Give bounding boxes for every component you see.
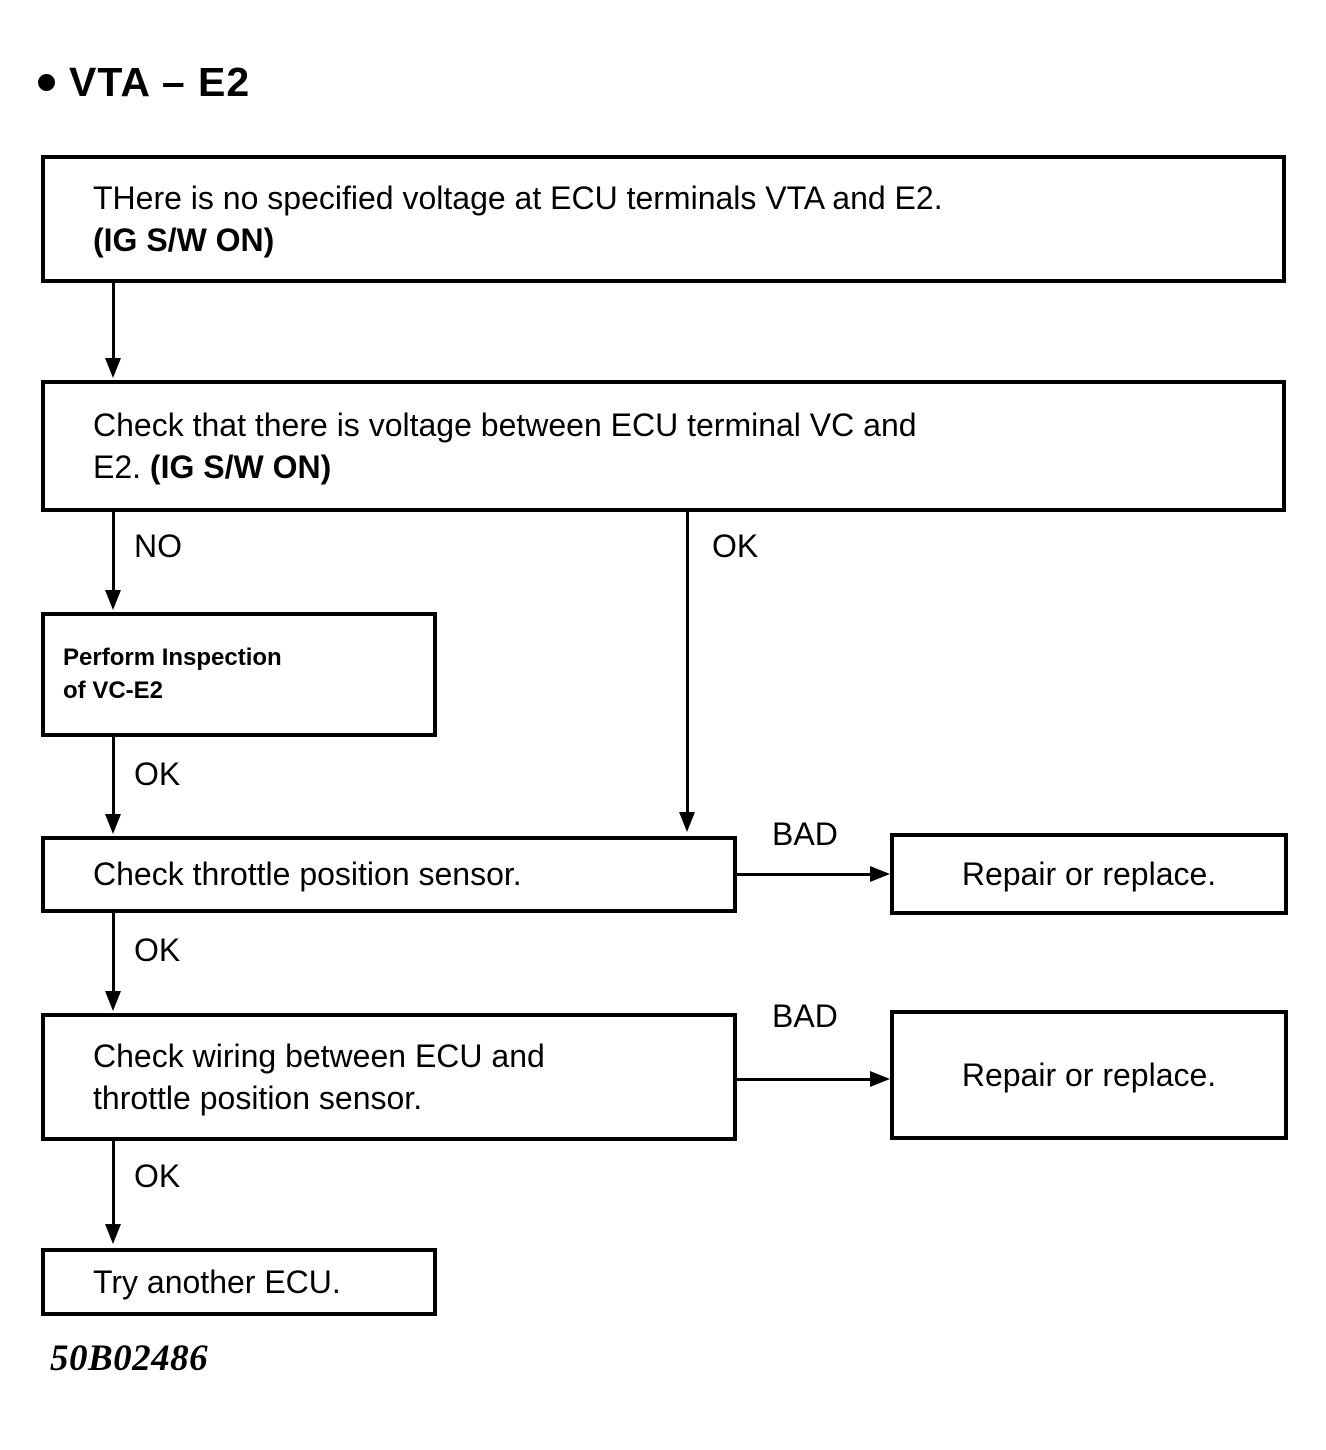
edge-label-ok-right: OK: [712, 528, 759, 564]
figure-caption: 50B02486: [50, 1338, 209, 1379]
node-repair-2-line-1: Repair or replace.: [961, 1056, 1217, 1093]
edge-bad-tps-arrow: [870, 866, 890, 882]
edge-no-line: [112, 512, 115, 595]
edge-ok-wiring-arrow: [105, 1224, 121, 1244]
node-repair-or-replace-2: Repair or replace.: [890, 1010, 1288, 1140]
node-check-tps-line-1: Check throttle position sensor.: [93, 856, 522, 893]
edge-label-no: NO: [134, 528, 182, 564]
edge-symptom-to-check-vc-line: [112, 283, 115, 361]
node-check-vc-line-1: Check that there is voltage between ECU …: [93, 406, 917, 443]
node-symptom-line-1: THere is no specified voltage at ECU ter…: [93, 179, 943, 216]
edge-bad-tps-line: [737, 873, 873, 876]
node-perform-inspection-line-1: Perform Inspection: [63, 644, 282, 672]
node-symptom-line-2: (IG S/W ON): [93, 222, 275, 258]
node-check-vc-line-2-bold: (IG S/W ON): [149, 449, 332, 485]
node-perform-inspection: Perform Inspection of VC-E2: [41, 612, 437, 737]
node-check-throttle-position-sensor: Check throttle position sensor.: [41, 836, 737, 913]
node-check-vc-line-2: E2. (IG S/W ON): [45, 446, 1282, 488]
node-symptom: THere is no specified voltage at ECU ter…: [41, 155, 1286, 283]
node-repair-1-line-1: Repair or replace.: [961, 855, 1217, 892]
node-repair-or-replace-1: Repair or replace.: [890, 833, 1288, 915]
edge-ok-right-line: [686, 512, 689, 816]
node-try-ecu-line-1: Try another ECU.: [93, 1263, 341, 1300]
node-check-wiring-line-1: Check wiring between ECU and: [93, 1037, 545, 1074]
page-title-text: VTA – E2: [69, 59, 251, 105]
edge-symptom-to-check-vc-arrow: [105, 358, 121, 378]
edge-ok-tps-arrow: [105, 991, 121, 1011]
node-perform-inspection-line-2: of VC-E2: [63, 676, 164, 704]
edge-ok-inspection-line: [112, 737, 115, 819]
edge-ok-tps-line: [112, 913, 115, 996]
node-check-wiring: Check wiring between ECU and throttle po…: [41, 1013, 737, 1141]
node-check-vc: Check that there is voltage between ECU …: [41, 380, 1286, 512]
node-check-wiring-line-2: throttle position sensor.: [93, 1080, 423, 1116]
edge-label-ok-inspection: OK: [134, 756, 181, 792]
edge-no-arrow: [105, 590, 121, 610]
edge-label-bad-tps: BAD: [772, 816, 838, 852]
node-check-vc-line-2-plain: E2.: [93, 449, 150, 485]
page-title: VTA – E2: [38, 62, 250, 103]
edge-ok-right-arrow: [679, 812, 695, 832]
edge-label-bad-wiring: BAD: [772, 998, 838, 1034]
edge-bad-wiring-arrow: [870, 1071, 890, 1087]
bullet-icon: [38, 74, 55, 91]
edge-ok-inspection-arrow: [105, 814, 121, 834]
edge-bad-wiring-line: [737, 1078, 873, 1081]
edge-label-ok-tps: OK: [134, 932, 181, 968]
edge-label-ok-wiring: OK: [134, 1158, 181, 1194]
edge-ok-wiring-line: [112, 1141, 115, 1229]
node-try-another-ecu: Try another ECU.: [41, 1248, 437, 1316]
